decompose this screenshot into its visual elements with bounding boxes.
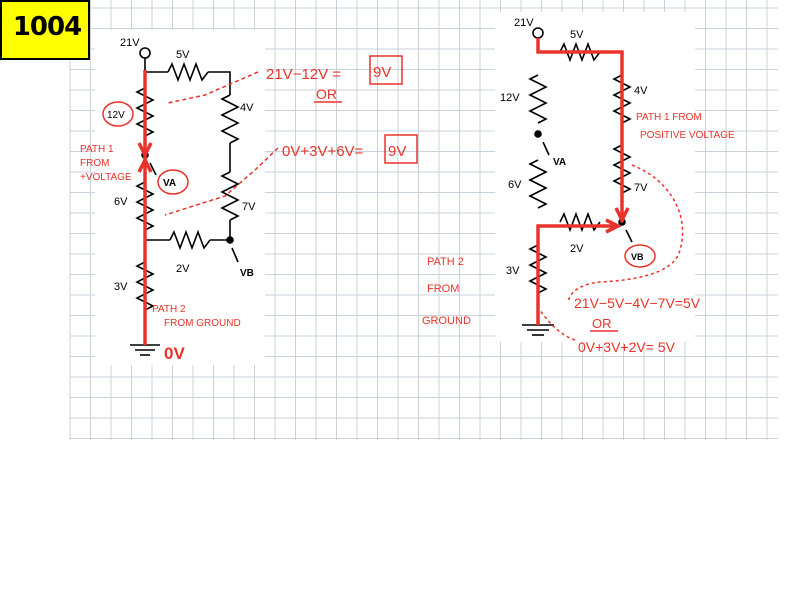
right-resistor-12v	[528, 74, 548, 124]
right-resistor-6v	[528, 159, 548, 209]
left-calc2: 0V+3V+6V=	[282, 143, 364, 160]
left-label-va: VA	[163, 178, 176, 189]
circuit-background	[95, 30, 265, 365]
left-label-3v: 3V	[114, 281, 128, 293]
right-label-vb: VB	[631, 252, 644, 262]
left-label-7v: 7V	[242, 201, 256, 213]
right-vb-circle	[624, 244, 656, 268]
right-red-arrow-right	[605, 218, 622, 234]
right-red-arrow-down	[614, 207, 630, 224]
right-label-5v: 5V	[570, 29, 584, 41]
right-label-3v: 3V	[506, 265, 520, 277]
right-annotations	[539, 164, 684, 341]
right-label-6v: 6V	[508, 179, 522, 191]
left-answer-box-2	[384, 134, 418, 164]
left-va-arrow	[149, 162, 157, 176]
left-path1-line2: FROM	[80, 158, 109, 169]
left-label-vb: VB	[240, 268, 254, 279]
left-path1-line1: PATH 1	[80, 144, 114, 155]
left-resistor-5v	[167, 61, 209, 83]
problem-number-badge: 1004	[0, 0, 90, 60]
left-label-12v: 12V	[107, 110, 125, 121]
right-path1-line2: POSITIVE VOLTAGE	[640, 130, 735, 141]
circuit-background	[495, 12, 695, 342]
right-or: OR	[592, 316, 612, 331]
right-path2-line3: GROUND	[422, 315, 471, 327]
right-source-terminal	[532, 27, 544, 39]
left-12v-circle	[102, 101, 134, 127]
right-node-va	[534, 130, 542, 138]
left-va-circle	[157, 169, 189, 195]
left-red-labels: PATH 1 FROM +VOLTAGE PATH 2 FROM GROUND …	[80, 64, 406, 363]
right-label-7v: 7V	[634, 182, 648, 194]
right-va-arrow	[542, 141, 550, 156]
left-calc1-answer: 9V	[373, 64, 391, 81]
left-red-arrow-up	[137, 156, 153, 173]
left-or: OR	[316, 86, 337, 102]
left-path-highlight	[137, 70, 153, 345]
left-path1-line3: +VOLTAGE	[80, 172, 132, 183]
right-path2-line1: PATH 2	[427, 256, 464, 268]
graph-paper-grid	[69, 0, 778, 440]
right-calc2: 0V+3V+2V= 5V	[578, 339, 676, 355]
left-node-vb	[226, 236, 234, 244]
right-red-path-1	[536, 38, 624, 222]
left-source-label: 21V	[120, 37, 140, 49]
left-answer-box-1	[369, 55, 403, 85]
left-resistor-4v	[220, 94, 240, 144]
left-calc2-answer: 9V	[388, 143, 406, 160]
left-resistor-2v	[169, 229, 211, 251]
right-dashed-arrow-2	[539, 309, 576, 341]
left-label-6v: 6V	[114, 196, 128, 208]
right-label-4v: 4V	[634, 85, 648, 97]
left-label-2v: 2V	[176, 263, 190, 275]
left-annotations	[102, 55, 418, 216]
right-source-label: 21V	[514, 17, 534, 29]
left-path2-line2: FROM GROUND	[164, 318, 241, 329]
left-resistor-7v	[220, 171, 240, 221]
left-path2-line1: PATH 2	[152, 304, 186, 315]
left-vb-arrow	[231, 247, 239, 263]
left-labels: 21V 5V 12V 6V 4V 7V 2V 3V VA VB	[107, 37, 256, 293]
left-dashed-arrow-2	[164, 147, 279, 216]
left-label-4v: 4V	[240, 102, 254, 114]
right-dashed-arrow-1	[567, 164, 684, 303]
right-label-2v: 2V	[570, 243, 584, 255]
right-path1-line1: PATH 1 FROM	[636, 112, 702, 123]
left-wire-top-right	[208, 71, 231, 95]
right-label-va: VA	[553, 157, 566, 168]
right-path-highlight	[536, 38, 630, 325]
left-red-arrow-down	[137, 142, 153, 159]
right-vb-arrow	[625, 229, 633, 243]
right-red-path-2	[536, 224, 617, 325]
right-labels: 21V 5V 12V 6V 4V 7V 2V 3V VA VB	[500, 17, 648, 277]
left-label-5v: 5V	[176, 49, 190, 61]
left-ground-0v: 0V	[164, 344, 185, 363]
left-calc1: 21V−12V =	[266, 66, 341, 83]
left-source-terminal	[139, 47, 151, 59]
right-path2-line2: FROM	[427, 283, 459, 295]
right-red-labels: PATH 1 FROM POSITIVE VOLTAGE PATH 2 FROM…	[422, 112, 735, 355]
problem-number: 1004	[12, 12, 82, 42]
right-calc1: 21V−5V−4V−7V=5V	[574, 295, 701, 311]
right-label-12v: 12V	[500, 92, 520, 104]
